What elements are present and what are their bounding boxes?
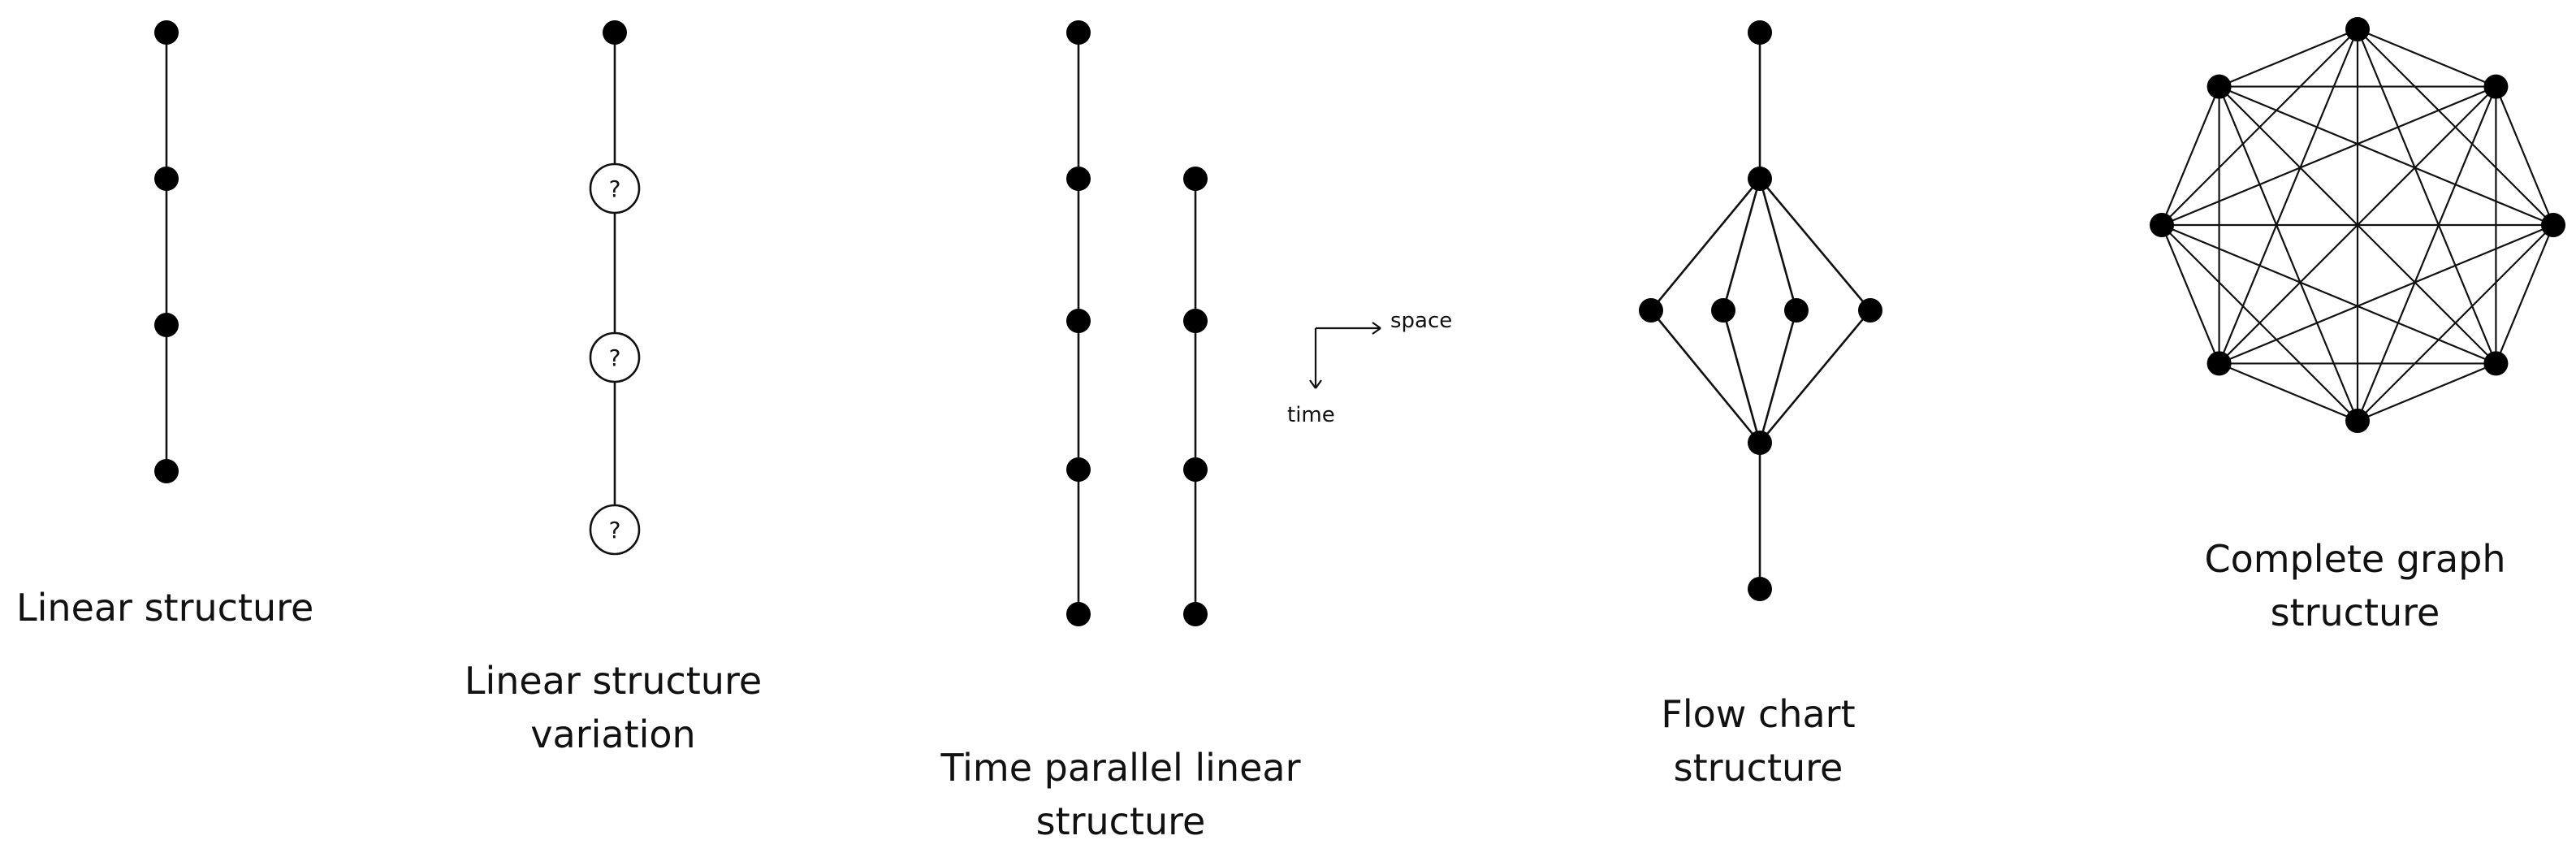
flow-node xyxy=(1748,167,1772,191)
parallel-node-left xyxy=(1066,20,1091,45)
complete-graph-node xyxy=(2150,213,2174,237)
flow-edge xyxy=(1759,178,1871,311)
flow-node xyxy=(1858,298,1882,323)
complete-graph-edge xyxy=(2218,86,2359,422)
caption-linear-structure-variation: Linear structure variation xyxy=(464,659,763,756)
complete-graph-edge xyxy=(2495,86,2555,226)
axis-time-arrowhead xyxy=(1315,379,1322,389)
complete-graph-node xyxy=(2483,74,2509,99)
linear-node xyxy=(154,313,179,337)
parallel-node-left xyxy=(1066,602,1091,626)
parallel-node-left xyxy=(1066,167,1091,191)
flow-edge xyxy=(1758,310,1798,444)
complete-graph-node xyxy=(2483,351,2509,376)
linear-node xyxy=(154,20,179,45)
parallel-node-right xyxy=(1183,602,1208,626)
axis-label-time: time xyxy=(1287,403,1335,427)
flow-node xyxy=(1639,298,1663,323)
unknown-node-label: ? xyxy=(609,344,621,371)
caption-time-parallel-linear-structure: Time parallel linear structure xyxy=(940,746,1301,843)
variation-node xyxy=(603,20,627,45)
flow-edge xyxy=(1758,178,1798,311)
parallel-node-right xyxy=(1183,309,1208,333)
unknown-node-label: ? xyxy=(609,175,621,202)
flow-edge xyxy=(1759,310,1871,444)
complete-graph-edge xyxy=(2356,28,2497,364)
complete-graph-node xyxy=(2345,17,2370,41)
flow-edge xyxy=(1722,178,1761,311)
caption-complete-graph-structure: Complete graph structure xyxy=(2204,537,2506,634)
complete-graph-edge xyxy=(2356,86,2497,422)
parallel-node-left xyxy=(1066,457,1091,482)
complete-graph-edge xyxy=(2161,85,2496,227)
flow-node xyxy=(1748,577,1772,601)
flow-edge xyxy=(1722,310,1761,444)
complete-graph-edge xyxy=(2357,362,2496,422)
axis-space-arrowhead xyxy=(1372,327,1381,335)
axis-time-arrowhead xyxy=(1309,379,1316,389)
flow-node xyxy=(1784,298,1809,323)
axis-space-arrowhead xyxy=(1372,322,1381,329)
caption-flow-chart-structure: Flow chart structure xyxy=(1661,692,1856,790)
complete-graph-edge xyxy=(2219,85,2554,227)
unknown-node: ? xyxy=(589,504,641,556)
complete-graph-edge xyxy=(2357,28,2496,88)
flow-node xyxy=(1711,298,1735,323)
flow-node xyxy=(1748,20,1772,45)
unknown-node: ? xyxy=(589,331,641,383)
complete-graph-edge xyxy=(2219,28,2358,88)
complete-graph-edge xyxy=(2160,86,2220,226)
unknown-node: ? xyxy=(589,162,641,214)
complete-graph-node xyxy=(2345,409,2370,433)
linear-node xyxy=(154,167,179,191)
flow-edge xyxy=(1649,310,1761,444)
flow-edge xyxy=(1649,178,1761,311)
flow-node xyxy=(1748,431,1772,455)
parallel-node-left xyxy=(1066,309,1091,333)
complete-graph-node xyxy=(2541,213,2565,237)
complete-graph-edge xyxy=(2219,223,2554,365)
complete-graph-edge xyxy=(2495,224,2555,364)
complete-graph-node xyxy=(2206,351,2232,376)
unknown-node-label: ? xyxy=(609,517,621,543)
complete-graph-edge xyxy=(2219,362,2358,422)
linear-node xyxy=(154,459,179,483)
complete-graph-edge xyxy=(2218,85,2497,365)
complete-graph-edge xyxy=(2161,223,2496,365)
complete-graph-edge xyxy=(2218,28,2359,364)
complete-graph-edge xyxy=(2160,224,2220,364)
parallel-node-right xyxy=(1183,457,1208,482)
complete-graph-node xyxy=(2206,74,2232,99)
axis-label-space: space xyxy=(1390,309,1453,333)
complete-graph-edge xyxy=(2161,224,2358,422)
caption-linear-structure: Linear structure xyxy=(16,586,314,630)
parallel-node-right xyxy=(1183,167,1208,191)
